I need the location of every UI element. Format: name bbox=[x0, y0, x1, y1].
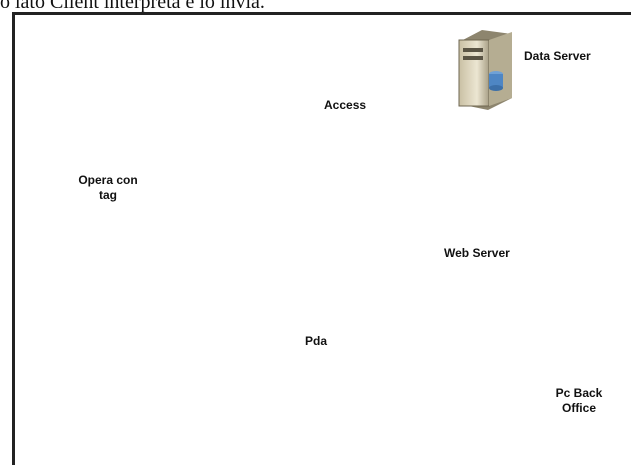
label-pc-line2: Office bbox=[561, 401, 596, 415]
label-pc-line1: Pc Back bbox=[555, 386, 603, 400]
label-pc-back-office: Pc Back Office bbox=[555, 386, 603, 416]
label-web-server: Web Server bbox=[444, 246, 510, 260]
diagram-canvas bbox=[458, 30, 512, 110]
diagram-frame bbox=[12, 12, 631, 465]
label-pda: Pda bbox=[305, 334, 328, 348]
label-data-server: Data Server bbox=[524, 49, 591, 63]
label-access: Access bbox=[324, 98, 367, 112]
caption-text: o lato Client interpreta e lo invia. bbox=[0, 0, 265, 13]
label-opera-line2: tag bbox=[99, 188, 117, 202]
data-server-icon bbox=[458, 30, 512, 110]
label-opera: Opera con tag bbox=[78, 173, 138, 203]
label-opera-line1: Opera con bbox=[78, 173, 138, 187]
